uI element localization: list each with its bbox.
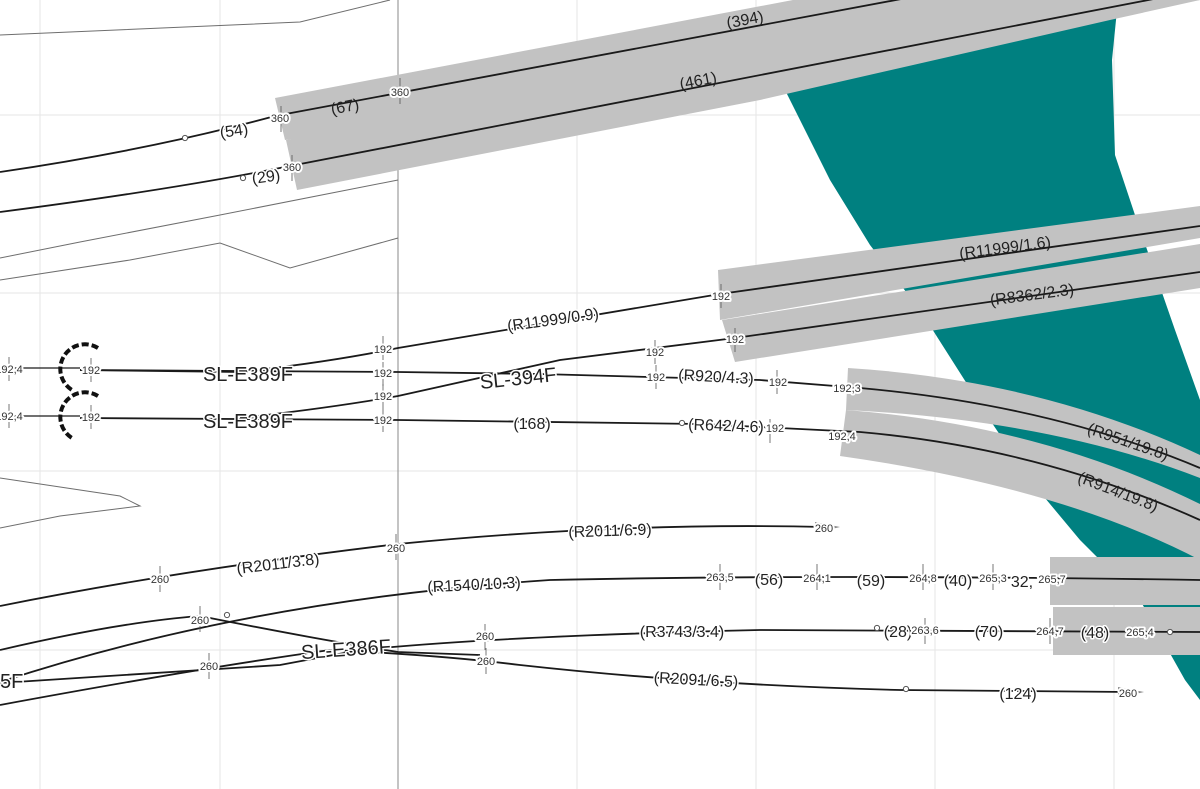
- marker-263-6: 263,6: [911, 625, 939, 637]
- label-461: (461): [678, 70, 718, 94]
- terrain-outlines: [0, 0, 399, 529]
- label-r2011-69: (R2011/6.9): [568, 522, 652, 542]
- marker-360: 360: [271, 113, 289, 125]
- label-32: 32,: [1011, 574, 1033, 591]
- arrow-right-icon: [1118, 687, 1144, 698]
- label-59: (59): [857, 573, 885, 590]
- label-r920: (R920/4.3): [678, 367, 754, 388]
- switch-label-sl-e386f: SL-E386F: [300, 636, 391, 664]
- marker-192: 192: [374, 368, 392, 380]
- marker-192: 192: [646, 347, 664, 359]
- track-lines[interactable]: [0, 0, 1200, 706]
- marker-192: 192: [769, 377, 787, 389]
- track-labels: (54) (29) (R11999/0.9) (R920/4.3) (R642/…: [217, 120, 1110, 705]
- label-48: (48): [1081, 625, 1109, 642]
- marker-265-4: 265,4: [1126, 627, 1154, 639]
- marker-264-1: 264,1: [803, 573, 831, 585]
- marker-260: 260: [387, 543, 405, 555]
- marker-260: 260: [191, 615, 209, 627]
- marker-192: 192: [82, 365, 100, 377]
- track-node: [902, 685, 910, 693]
- label-168: (168): [513, 416, 550, 433]
- marker-260: 260: [151, 574, 169, 586]
- buffer-stops: [58, 342, 100, 440]
- track-node: [181, 134, 189, 142]
- marker-264-8: 264,8: [909, 573, 937, 585]
- label-40: (40): [944, 573, 972, 590]
- switch-label-edge: 5F: [0, 671, 23, 693]
- marker-265-7: 265,7: [1038, 574, 1066, 586]
- track-node: [873, 624, 881, 632]
- marker-192: 192: [374, 391, 392, 403]
- switch-label-sl-394f: SL-394F: [479, 364, 558, 394]
- track-end-arrows: [815, 522, 1144, 698]
- label-r3743: (R3743/3.4): [640, 624, 725, 641]
- marker-192: 192: [374, 344, 392, 356]
- marker-360: 360: [391, 87, 409, 99]
- switch-label-sl-e389f-a: SL-E389F: [203, 364, 293, 386]
- label-r2011-38: (R2011/3.8): [236, 551, 321, 578]
- marker-260: 260: [1119, 688, 1137, 700]
- label-54: (54): [219, 121, 250, 142]
- track-nodes[interactable]: [181, 134, 1174, 693]
- teal-zone[interactable]: [780, 0, 1200, 700]
- buffer-stop-icon: [58, 342, 100, 392]
- label-r11999-09: (R11999/0.9): [506, 306, 600, 336]
- marker-192: 192: [766, 423, 784, 435]
- marker-260: 260: [200, 661, 218, 673]
- label-394: (394): [725, 9, 765, 33]
- track-node: [239, 174, 247, 182]
- label-28: (28): [884, 624, 912, 641]
- switch-labels: SL-E389F SL-E389F SL-394F SL-E386F 5F: [0, 363, 559, 695]
- label-r1540: (R1540/10.3): [427, 575, 521, 597]
- marker-192: 192: [82, 412, 100, 424]
- label-r642: (R642/4.6): [688, 417, 764, 437]
- marker-192: 192: [712, 291, 730, 303]
- marker-260: 260: [477, 656, 495, 668]
- marker-192: 192: [647, 372, 665, 384]
- label-67: (67): [330, 96, 361, 118]
- track-node: [223, 611, 231, 619]
- track-node: [678, 419, 686, 427]
- marker-192-4: 192,4: [0, 364, 23, 376]
- marker-192-4: 192,4: [828, 431, 856, 443]
- marker-360: 360: [283, 162, 301, 174]
- label-56: (56): [755, 572, 783, 589]
- switch-label-sl-e389f-b: SL-E389F: [203, 411, 293, 433]
- marker-192-4: 192,4: [0, 411, 23, 423]
- position-markers: 360 360 360 192 192 192 192 192 192 192 …: [0, 78, 1156, 702]
- marker-192-3: 192,3: [833, 383, 861, 395]
- buffer-stop-icon: [58, 390, 100, 440]
- marker-265-3: 265,3: [979, 573, 1007, 585]
- label-70: (70): [975, 624, 1003, 641]
- label-r2091: (R2091/6.5): [653, 670, 738, 691]
- marker-263-5: 263,5: [706, 572, 734, 584]
- marker-192: 192: [374, 415, 392, 427]
- arrow-right-icon: [815, 522, 840, 533]
- marker-260: 260: [815, 523, 833, 535]
- label-29: (29): [251, 167, 282, 188]
- track-node: [1166, 628, 1174, 636]
- marker-264-7: 264,7: [1036, 626, 1064, 638]
- marker-260: 260: [476, 631, 494, 643]
- marker-192: 192: [726, 334, 744, 346]
- label-124: (124): [999, 686, 1036, 703]
